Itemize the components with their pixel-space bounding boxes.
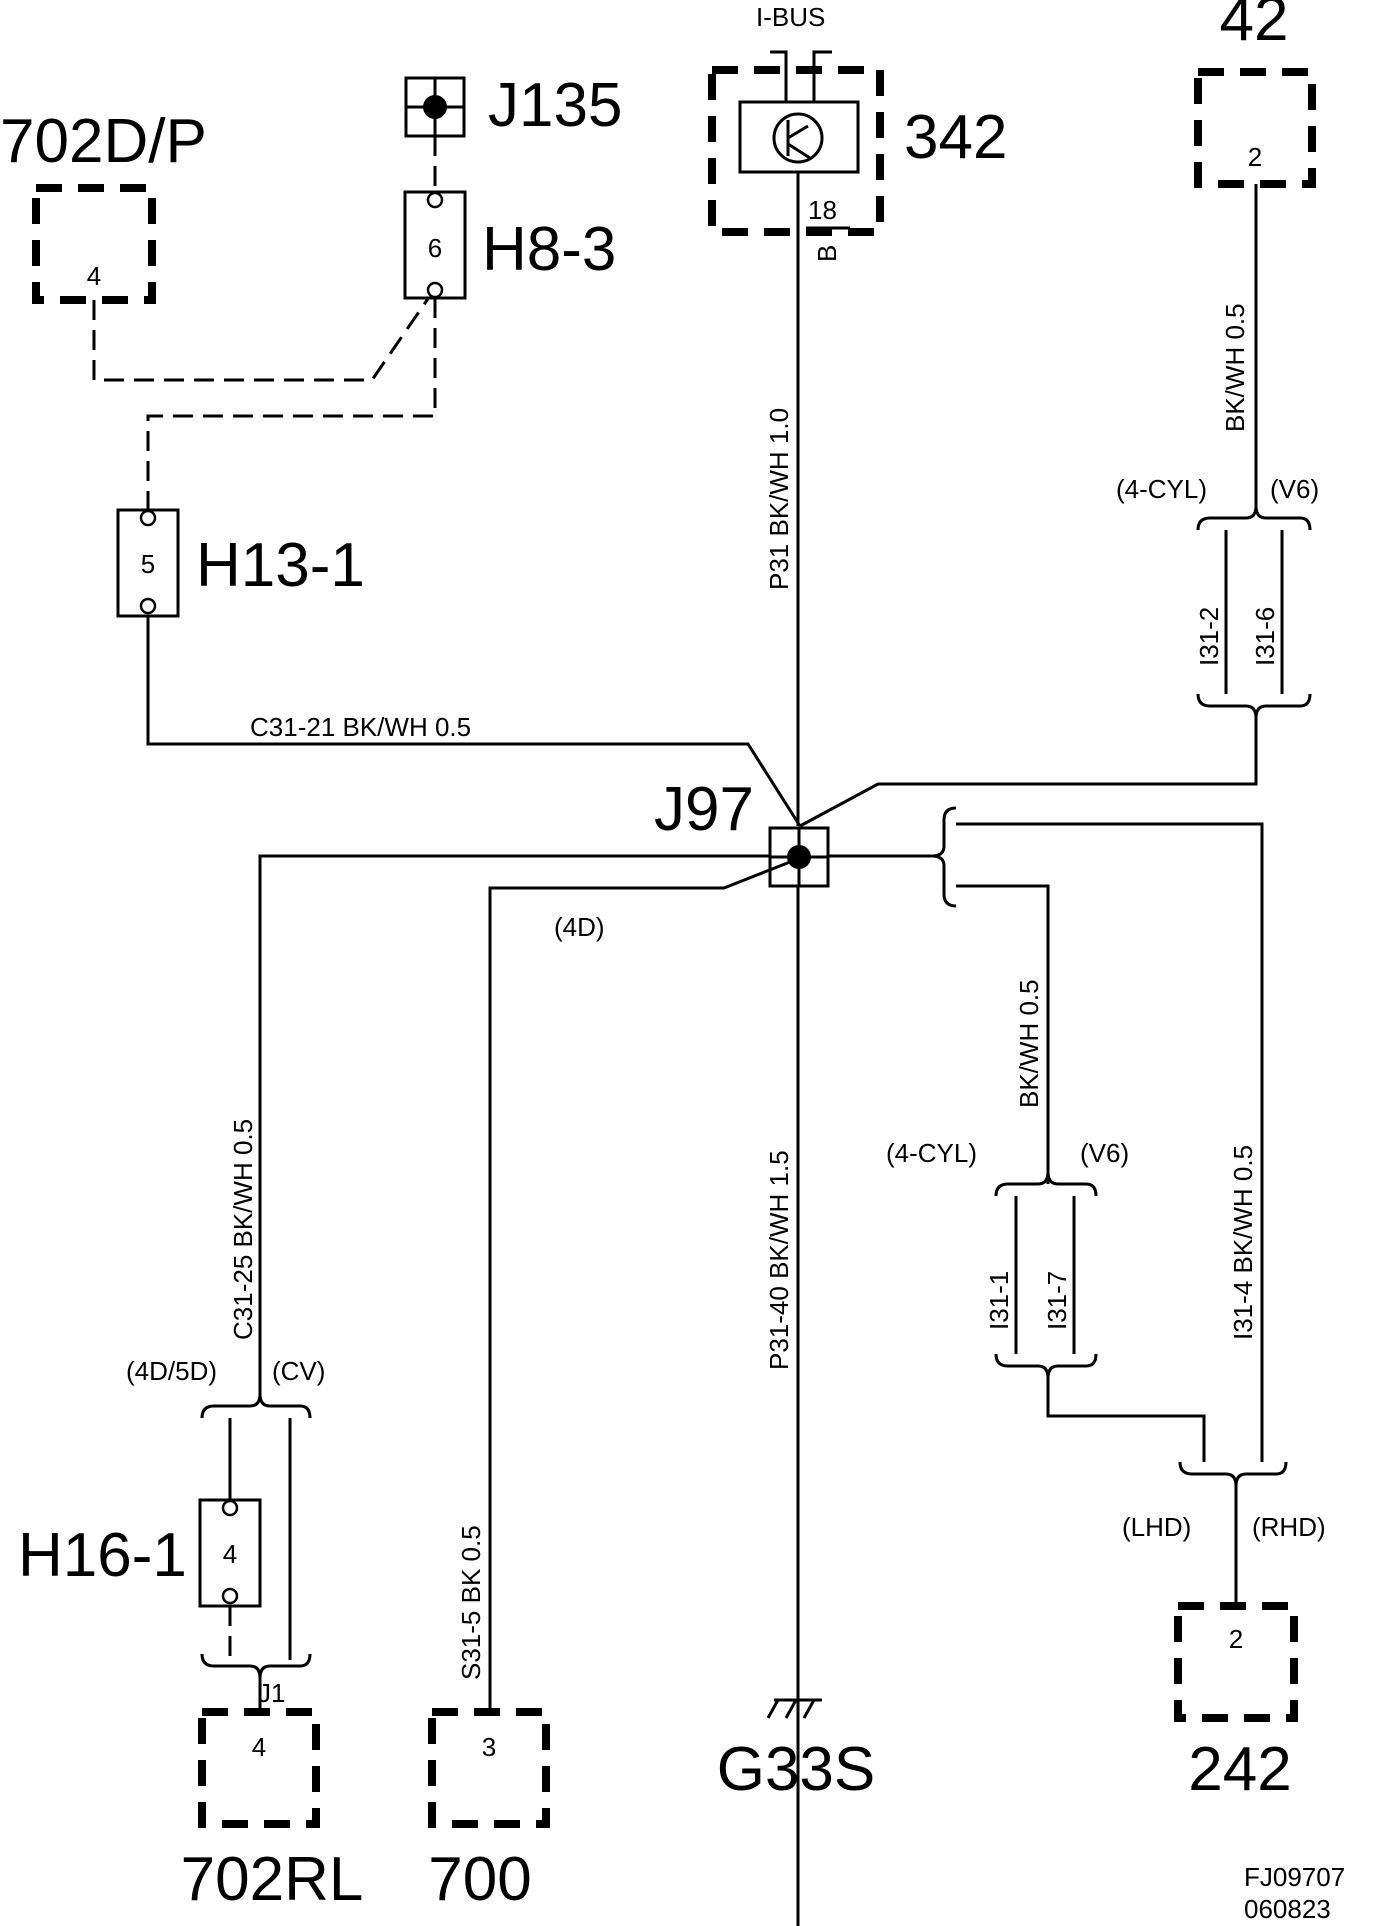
connector-242-label: 242 bbox=[1188, 1735, 1291, 1804]
ibus-label: I-BUS bbox=[756, 2, 825, 32]
connector-700-pin: 3 bbox=[482, 1732, 496, 1762]
variant-lhd: (LHD) bbox=[1122, 1512, 1191, 1542]
variant-4cyl-mid: (4-CYL) bbox=[886, 1138, 977, 1168]
brace-top-split bbox=[1196, 505, 1312, 531]
brace-bottom-merge bbox=[1178, 1461, 1288, 1487]
date-code: 060823 bbox=[1244, 1894, 1331, 1924]
wire-42-label: BK/WH 0.5 bbox=[1220, 303, 1250, 432]
brace-mid-split bbox=[994, 1171, 1098, 1197]
brace-top-merge bbox=[1196, 693, 1312, 719]
connector-700: 3 bbox=[428, 1708, 550, 1828]
connector-h8-3: 6 bbox=[403, 190, 467, 300]
connector-h16-1-label: H16-1 bbox=[18, 1521, 187, 1590]
splice-j135 bbox=[404, 76, 466, 138]
connector-h16-1: 4 bbox=[198, 1498, 262, 1608]
wire-p31-40-label: P31-40 BK/WH 1.5 bbox=[764, 1150, 794, 1370]
variant-v6-top: (V6) bbox=[1270, 474, 1319, 504]
connector-702rl: 4 bbox=[198, 1708, 320, 1828]
connector-h13-1-label: H13-1 bbox=[196, 531, 365, 600]
wire-42-to-j97 bbox=[799, 718, 1258, 828]
wire-s31-5-label: S31-5 BK 0.5 bbox=[456, 1525, 486, 1680]
wire-s31-5 bbox=[488, 856, 801, 1712]
variant-rhd: (RHD) bbox=[1252, 1512, 1326, 1542]
connector-242: 2 bbox=[1174, 1602, 1298, 1722]
connector-702dp: 4 bbox=[32, 184, 156, 304]
variant-v6-mid: (V6) bbox=[1080, 1138, 1129, 1168]
connector-h13-1: 5 bbox=[116, 508, 180, 618]
connector-h13-1-pin: 5 bbox=[141, 549, 155, 579]
brace-left-split bbox=[200, 1393, 312, 1419]
connector-702dp-pin: 4 bbox=[87, 261, 101, 291]
wire-i31-4 bbox=[956, 822, 1264, 1462]
connector-h8-3-pin: 6 bbox=[428, 233, 442, 263]
connector-242-pin: 2 bbox=[1229, 1624, 1243, 1654]
variant-cv: (CV) bbox=[272, 1356, 325, 1386]
dashed-wire-h8-3 bbox=[146, 298, 437, 510]
ibus-pin-right bbox=[812, 50, 832, 102]
wire-mid-to-lhd bbox=[1046, 1378, 1206, 1462]
module-342-wire-code: B bbox=[812, 245, 842, 262]
ground-g33s-label: G33S bbox=[717, 1735, 876, 1804]
variant-4cyl-top: (4-CYL) bbox=[1116, 474, 1207, 504]
brace-left-merge bbox=[200, 1653, 312, 1679]
connector-42: 2 bbox=[1194, 68, 1316, 188]
connector-702rl-label: 702RL bbox=[181, 1845, 364, 1914]
module-342-pin: 18 bbox=[808, 195, 837, 225]
wire-c31-21 bbox=[146, 616, 802, 827]
wire-c31-25-label: C31-25 BK/WH 0.5 bbox=[228, 1119, 258, 1340]
brace-right-split bbox=[931, 806, 957, 908]
splice-j135-label: J135 bbox=[488, 71, 622, 140]
connector-h8-3-label: H8-3 bbox=[482, 215, 616, 284]
wire-i31-7-label: I31-7 bbox=[1042, 1271, 1072, 1330]
figure-id: FJ09707 bbox=[1244, 1862, 1345, 1892]
connector-h16-1-pin: 4 bbox=[223, 1539, 237, 1569]
wire-c31-25 bbox=[258, 854, 770, 1400]
splice-j97-label: J97 bbox=[654, 775, 754, 844]
ground-symbol bbox=[766, 1698, 822, 1719]
module-342: 18 bbox=[708, 66, 884, 236]
wire-i31-6-label: I31-6 bbox=[1250, 607, 1280, 666]
wire-p31-label: P31 BK/WH 1.0 bbox=[764, 408, 794, 590]
connector-42-pin: 2 bbox=[1248, 142, 1262, 172]
connector-702rl-pin: 4 bbox=[252, 1732, 266, 1762]
connector-700-label: 700 bbox=[428, 1845, 531, 1914]
module-342-label: 342 bbox=[904, 103, 1007, 172]
variant-4d: (4D) bbox=[554, 912, 605, 942]
jumper-j1-label: J1 bbox=[258, 1678, 285, 1708]
wire-i31-2-label: I31-2 bbox=[1194, 607, 1224, 666]
variant-4d-5d: (4D/5D) bbox=[126, 1356, 217, 1386]
wire-mid-right-label: BK/WH 0.5 bbox=[1014, 979, 1044, 1108]
connector-702dp-label: 702D/P bbox=[0, 107, 207, 176]
brace-mid-merge bbox=[994, 1353, 1098, 1379]
wire-mid-right bbox=[956, 884, 1050, 1184]
wire-i31-1-label: I31-1 bbox=[984, 1271, 1014, 1330]
wire-i31-4-label: I31-4 BK/WH 0.5 bbox=[1228, 1145, 1258, 1340]
dashed-wire-702dp bbox=[92, 289, 436, 382]
connector-42-label: 42 bbox=[1220, 0, 1289, 54]
wire-c31-21-label: C31-21 BK/WH 0.5 bbox=[250, 712, 471, 742]
ibus-pin-left bbox=[770, 50, 788, 102]
